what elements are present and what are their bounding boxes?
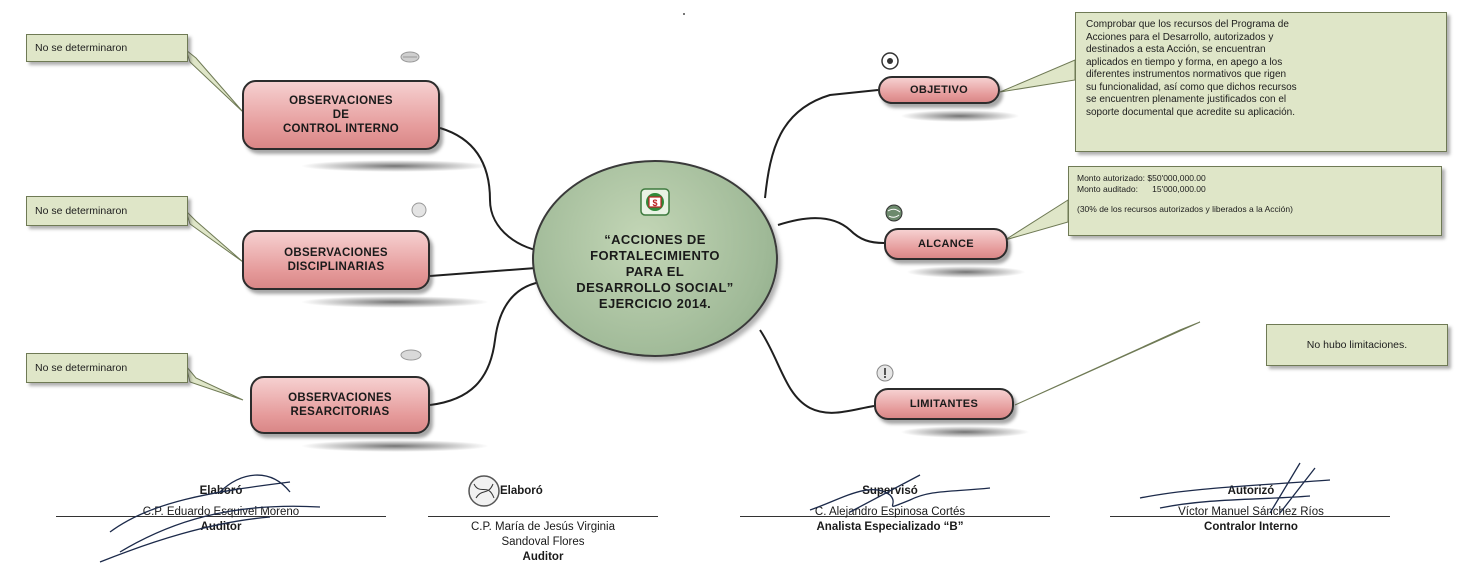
note-line: (30% de los recursos autorizados y liber… (1077, 204, 1293, 214)
signatory-name: Sandoval Flores (501, 536, 585, 548)
note-text: No hubo limitaciones. (1306, 339, 1408, 351)
node-observaciones-resarcitorias: OBSERVACIONES RESARCITORIAS (250, 376, 430, 434)
central-topic-title: “ACCIONES DE FORTALECIMIENTO PARA EL DES… (548, 232, 762, 312)
note-text: No se determinaron (35, 205, 128, 217)
note-resarcitorias: No se determinaron (26, 353, 188, 383)
note-limitantes: No hubo limitaciones. (1266, 324, 1448, 366)
node-label-line: CONTROL INTERNO (282, 123, 400, 135)
signature-rule (740, 516, 1050, 517)
center-title-line: EJERCICIO 2014. (598, 296, 712, 311)
signatory-role: Analista Especializado “B” (816, 521, 964, 533)
signatory-name: C.P. Eduardo Esquivel Moreno (142, 506, 300, 518)
node-shadow (900, 426, 1030, 438)
signature-rule (428, 516, 658, 517)
node-shadow (900, 110, 1020, 122)
note-line: Comprobar que los recursos del Programa … (1086, 19, 1289, 30)
node-label-line: OBSERVACIONES (288, 392, 392, 404)
node-limitantes: LIMITANTES (874, 388, 1014, 420)
node-observaciones-control-interno: OBSERVACIONES DE CONTROL INTERNO (242, 80, 440, 150)
note-spacer (1077, 194, 1433, 204)
signature-heading-wrap: Elaboró (500, 484, 590, 499)
note-line: diferentes instrumentos normativos que r… (1086, 69, 1287, 80)
node-label-line: OBJETIVO (909, 84, 969, 96)
note-line: destinados a esta Acción, se encuentran (1086, 44, 1266, 55)
note-alcance: Monto autorizado: $50'000,000.00 Monto a… (1068, 166, 1442, 236)
node-label-line: DISCIPLINARIAS (287, 261, 385, 273)
node-alcance: ALCANCE (884, 228, 1008, 260)
signature-block-supervisor: Supervisó C. Alejandro Espinosa Cortés A… (770, 484, 1010, 535)
note-control-interno: No se determinaron (26, 34, 188, 62)
warning-icon (876, 364, 894, 382)
note-objetivo: Comprobar que los recursos del Programa … (1075, 12, 1447, 152)
handwritten-signature (809, 474, 991, 513)
note-line: aplicados en tiempo y forma, en apego a … (1086, 56, 1283, 68)
note-text: No se determinaron (35, 42, 128, 54)
node-label-line: RESARCITORIAS (290, 406, 390, 418)
note-line: Monto auditado: 15'000,000.00 (1077, 183, 1206, 194)
note-text: No se determinaron (35, 362, 128, 374)
folder-icon (400, 51, 420, 63)
signatory-role: Contralor Interno (1204, 521, 1298, 533)
coins-icon (400, 349, 422, 361)
note-line: Monto autorizado: $50'000,000.00 (1077, 173, 1206, 183)
signature-rule (56, 516, 386, 517)
node-shadow (906, 266, 1026, 278)
signature-rule (1110, 516, 1390, 517)
handwritten-signature (99, 474, 321, 563)
note-line: se encuentren plenamente justificados co… (1086, 94, 1287, 105)
note-line: soporte documental que acredite su aplic… (1086, 106, 1296, 118)
globe-icon (885, 204, 903, 222)
scan-speck (683, 13, 685, 15)
center-title-line: PARA EL (625, 264, 685, 279)
money-icon: $ (640, 188, 670, 216)
signatory-name: C.P. María de Jesús Virginia (470, 521, 616, 533)
node-objetivo: OBJETIVO (878, 76, 1000, 104)
node-shadow (300, 440, 490, 452)
note-line: su funcionalidad, así como que dichos re… (1086, 81, 1297, 93)
node-label-line: ALCANCE (918, 238, 974, 250)
note-disciplinarias: No se determinaron (26, 196, 188, 226)
circle-icon (411, 202, 427, 218)
node-label-line: LIMITANTES (909, 398, 979, 410)
signatory-role: Auditor (522, 551, 564, 563)
node-label-line: DE (332, 109, 350, 121)
node-shadow (300, 296, 490, 308)
signature-heading: Autorizó (1227, 485, 1275, 497)
signature-seal (468, 475, 500, 507)
note-line: Acciones para el Desarrollo, autorizados… (1086, 31, 1274, 43)
center-title-line: FORTALECIMIENTO (590, 248, 720, 263)
signatory-name: Víctor Manuel Sánchez Ríos (1178, 506, 1324, 518)
svg-text:$: $ (652, 198, 657, 208)
node-shadow (300, 160, 490, 172)
signatory-role: Auditor (200, 521, 242, 533)
node-label-line: OBSERVACIONES (284, 247, 388, 259)
signatory-name: C. Alejandro Espinosa Cortés (814, 506, 966, 518)
target-icon (881, 52, 899, 70)
center-title-line: DESARROLLO SOCIAL” (576, 280, 734, 295)
signature-block-contralor: Autorizó Víctor Manuel Sánchez Ríos Cont… (1126, 484, 1376, 535)
center-title-line: “ACCIONES DE (604, 232, 706, 247)
node-label-line: OBSERVACIONES (289, 95, 393, 107)
signature-heading: Elaboró (500, 485, 543, 497)
signature-block-auditor-2: C.P. María de Jesús Virginia Sandoval Fl… (420, 520, 666, 565)
node-observaciones-disciplinarias: OBSERVACIONES DISCIPLINARIAS (242, 230, 430, 290)
handwritten-signature (1139, 462, 1331, 514)
